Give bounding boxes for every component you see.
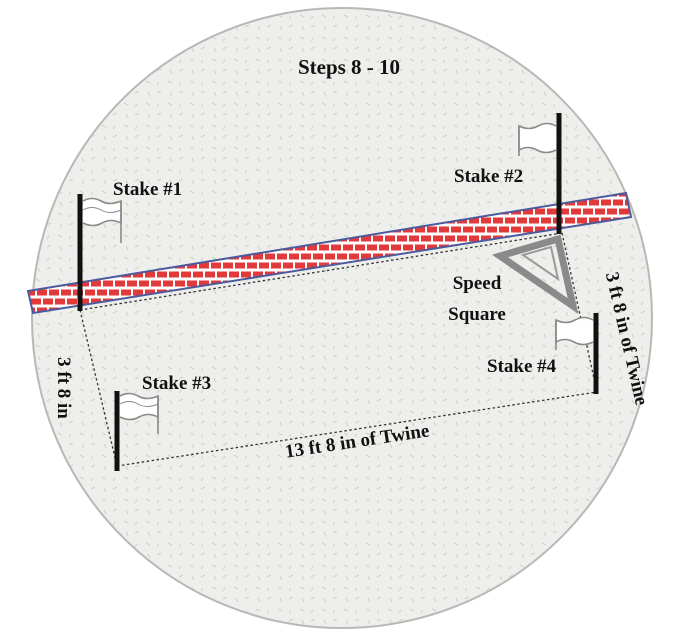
- flag-icon: [119, 392, 159, 421]
- stake-2: [518, 113, 562, 234]
- twine-right: [561, 232, 598, 393]
- twine-top: [79, 232, 563, 311]
- diagram-title: Steps 8 - 10: [298, 55, 400, 79]
- stake-3: [114, 391, 159, 471]
- speed-square-label-line1: Speed: [453, 273, 502, 294]
- stake-4: [555, 313, 599, 394]
- speed-square-icon: [491, 234, 579, 314]
- brick-wall: [26, 191, 633, 315]
- stake-1-label: Stake #1: [113, 179, 182, 200]
- twine-bottom: [116, 391, 598, 467]
- flag-icon: [518, 122, 557, 154]
- left-measurement-label: 3 ft 8 in: [53, 357, 74, 419]
- stake-4-label: Stake #4: [487, 356, 557, 377]
- site-texture: [33, 9, 651, 627]
- speed-square-label-line2: Square: [448, 304, 506, 325]
- stake-2-label: Stake #2: [454, 166, 523, 187]
- twine-left: [79, 309, 118, 467]
- stake-3-label: Stake #3: [142, 373, 211, 394]
- stake-1: [77, 194, 122, 311]
- flag-icon: [555, 316, 594, 346]
- twine-lines: [79, 232, 598, 467]
